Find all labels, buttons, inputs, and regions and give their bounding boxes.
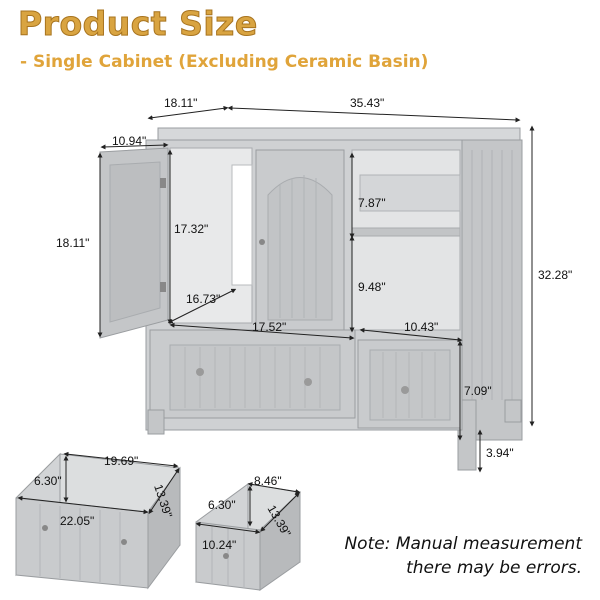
dim-interior-height: 17.32" [174,222,209,236]
dim-interior-depth: 16.73" [186,292,221,306]
dim-leg-height: 3.94" [486,446,514,460]
small-drawer-front-width: 10.24" [202,538,237,552]
dim-door-width: 10.94" [112,134,147,148]
page-title: Product Size [18,4,258,44]
note-line-1: Note: Manual measurement [344,534,582,554]
small-drawer-width: 8.46" [254,474,282,488]
small-drawer-height: 6.30" [208,498,236,512]
note-line-2: there may be errors. [406,558,582,578]
large-drawer-width: 19.69" [104,454,139,468]
large-drawer-front-width: 22.05" [60,514,95,528]
dim-door-height: 18.11" [56,236,90,250]
dim-shelf-upper: 7.87" [358,196,386,210]
dim-depth-top: 18.11" [164,96,198,110]
dim-width-top: 35.43" [350,96,385,110]
dimension-lines [97,105,535,473]
main-cabinet [99,127,523,471]
measurement-note: Note: Manual measurement there may be er… [344,532,582,580]
dim-side-width: 10.43" [404,320,439,334]
large-drawer-height: 6.30" [34,474,62,488]
dim-shelf-lower: 9.48" [358,280,386,294]
dim-total-height: 32.28" [538,268,573,282]
dim-small-drawer-height: 7.09" [464,384,492,398]
page-subtitle: - Single Cabinet (Excluding Ceramic Basi… [20,52,429,72]
dim-interior-width: 17.52" [252,320,287,334]
